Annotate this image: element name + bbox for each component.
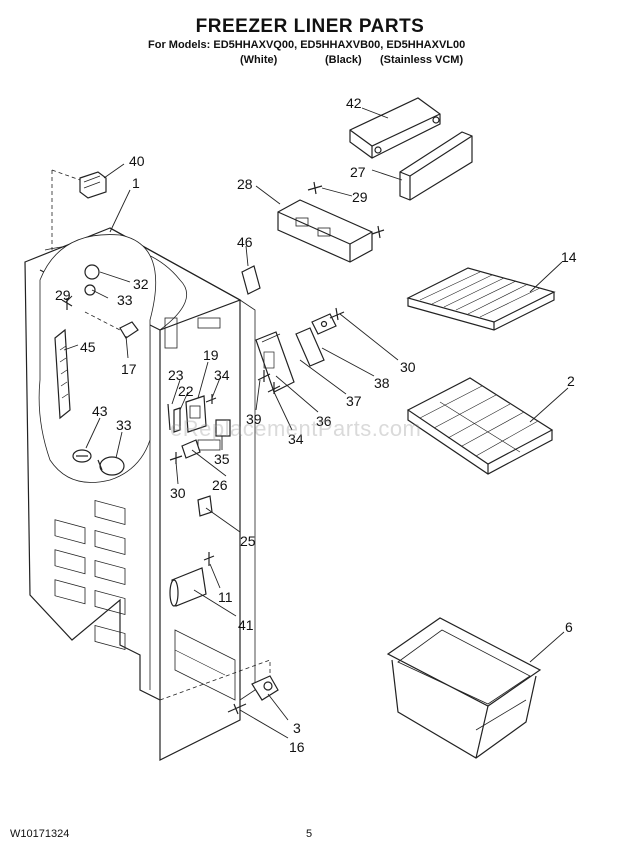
- callout-43: 43: [92, 403, 108, 419]
- part-40-clip: [79, 171, 107, 199]
- part-26-clip: [181, 439, 201, 459]
- callout-42: 42: [346, 95, 362, 111]
- part-41-duct: [169, 567, 207, 607]
- callout-39: 39: [246, 411, 262, 427]
- part-39-screw: [257, 370, 271, 382]
- page-number: 5: [306, 828, 313, 840]
- variant-black: (Black): [325, 54, 362, 66]
- callout-34-upper: 34: [214, 367, 230, 383]
- document-number: W10171324: [10, 828, 70, 840]
- callout-27: 27: [350, 164, 366, 180]
- guide-lines: [51, 169, 271, 701]
- callout-2: 2: [567, 373, 575, 389]
- callout-29-lower: 29: [55, 287, 71, 303]
- part-43-socket: [72, 449, 92, 463]
- variant-white: (White): [240, 54, 278, 66]
- part-25-clip: [197, 495, 213, 517]
- part-6-bin: [386, 617, 542, 759]
- callout-26: 26: [212, 477, 228, 493]
- variant-stainless: (Stainless VCM): [380, 54, 464, 66]
- part-32-fitting: [84, 264, 100, 280]
- part-29-screw-upper: [307, 181, 323, 195]
- part-28-bracket: [277, 199, 373, 263]
- part-33-bulb-upper: [84, 284, 96, 296]
- part-38-switch: [311, 313, 337, 335]
- callout-41: 41: [238, 617, 254, 633]
- part-30-screw-upper: [329, 307, 345, 321]
- freezer-liner: [24, 227, 256, 761]
- callout-34-lower: 34: [288, 431, 304, 447]
- callout-29-upper: 29: [352, 189, 368, 205]
- part-27-cover: [399, 131, 473, 201]
- callout-17: 17: [121, 361, 137, 377]
- part-42-hinge-bracket: [349, 97, 441, 159]
- callout-30-left: 30: [170, 485, 186, 501]
- callout-28: 28: [237, 176, 253, 192]
- part-23-tube: [167, 403, 171, 431]
- part-46-clip: [241, 265, 261, 295]
- page-title: FREEZER LINER PARTS: [195, 16, 425, 37]
- part-36-control-housing: [255, 331, 295, 393]
- leader-lines: [63, 107, 569, 739]
- callout-23: 23: [168, 367, 184, 383]
- part-11-screw: [203, 552, 215, 566]
- part-3-leveler: [251, 675, 279, 701]
- callout-33-upper: 33: [117, 292, 133, 308]
- part-29-screw-lower: [371, 225, 385, 239]
- model-list: For Models: ED5HHAXVQ00, ED5HHAXVB00, ED…: [148, 39, 466, 51]
- part-29-screw: [61, 298, 73, 310]
- part-17-bracket: [119, 321, 139, 339]
- watermark: eReplacementParts.com: [170, 416, 422, 441]
- callout-3: 3: [293, 720, 301, 736]
- callout-6: 6: [565, 619, 573, 635]
- part-34-screw-upper: [205, 394, 217, 404]
- callout-36: 36: [316, 413, 332, 429]
- callout-38: 38: [374, 375, 390, 391]
- part-45-light-strip: [54, 328, 71, 420]
- callout-33-lower: 33: [116, 417, 132, 433]
- callout-22: 22: [178, 383, 194, 399]
- callout-11: 11: [218, 589, 233, 605]
- part-37-bezel: [295, 327, 325, 367]
- callout-14: 14: [561, 249, 577, 265]
- callout-16: 16: [289, 739, 305, 755]
- callout-37: 37: [346, 393, 362, 409]
- callout-32: 32: [133, 276, 149, 292]
- callout-25: 25: [240, 533, 256, 549]
- callout-30-right: 30: [400, 359, 416, 375]
- callout-1: 1: [132, 175, 140, 191]
- callout-35: 35: [214, 451, 230, 467]
- callout-19: 19: [203, 347, 219, 363]
- part-14-shelf: [406, 267, 556, 331]
- part-35-damper: [215, 419, 231, 437]
- callout-40: 40: [129, 153, 145, 169]
- callout-46: 46: [237, 234, 253, 250]
- part-22-bracket: [173, 407, 181, 433]
- part-2-shelf: [406, 377, 554, 475]
- part-16-screw: [227, 703, 247, 715]
- part-33-bulb: [97, 456, 125, 476]
- callout-45: 45: [80, 339, 96, 355]
